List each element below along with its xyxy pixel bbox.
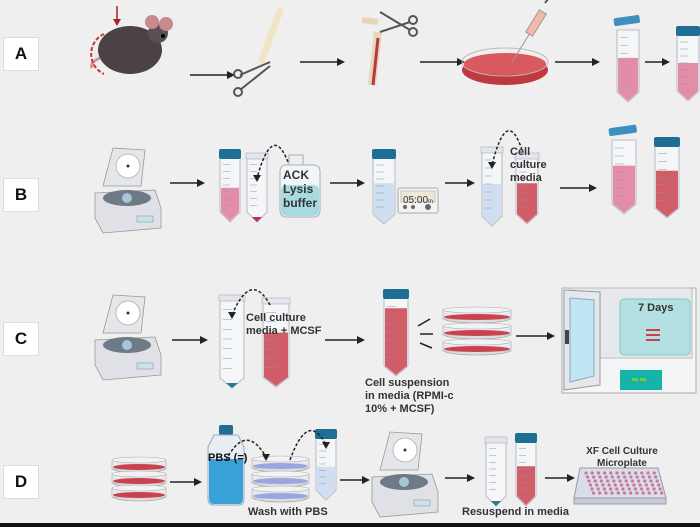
petri-dish-icon: [111, 470, 167, 488]
row-label-d: D: [3, 465, 39, 499]
petri-dish-icon: [251, 455, 310, 473]
falcon-tube-icon: [613, 15, 640, 103]
transfer-arrow-icon: [488, 130, 523, 169]
cut-bone-scissors-icon: [361, 11, 418, 86]
falcon-tube-icon: [608, 124, 637, 215]
timer-value: 05:00: [403, 195, 429, 206]
bone-scissors-icon: [233, 6, 284, 97]
falcon-tube-icon: [515, 433, 537, 507]
falcon-tube-icon: [676, 26, 700, 102]
bottom-border: [0, 523, 700, 527]
arrow-icon: [555, 58, 600, 66]
timer-icon: [397, 187, 439, 214]
transfer-arrow-icon: [225, 439, 270, 461]
incubator-icon: [561, 287, 697, 394]
centrifuge-icon: [94, 147, 162, 234]
arrow-icon: [560, 184, 597, 192]
falcon-tube-icon: [261, 297, 291, 388]
arrow-icon: [340, 476, 370, 484]
cell-suspension-label: Cell suspension in media (RPMI-c 10% + M…: [365, 377, 454, 415]
falcon-tube-icon: [372, 149, 396, 225]
falcon-tube-icon: [480, 146, 504, 227]
petri-dish-icon: [111, 456, 167, 474]
arrow-icon: [516, 332, 555, 340]
centrifuge-icon: [94, 294, 162, 381]
falcon-tube-icon: [383, 289, 409, 377]
timer-readout: 05:00m: [403, 194, 433, 209]
transfer-arrow-icon: [289, 429, 330, 461]
falcon-tube-icon: [218, 294, 246, 389]
mouse-icon: [90, 6, 173, 75]
ack-buffer-bottle-icon: [279, 154, 321, 218]
row-label-c: C: [3, 322, 39, 356]
petri-dish-icon: [442, 322, 512, 340]
row-label-b: B: [3, 178, 39, 212]
wash-with-pbs-label: Wash with PBS: [248, 506, 328, 518]
transfer-arrow-icon: [253, 144, 289, 182]
petri-dish-icon: [442, 306, 512, 324]
petri-dish-icon: [251, 470, 310, 488]
falcon-tube-icon: [484, 436, 508, 507]
dish-syringe-icon: [461, 0, 549, 85]
arrow-icon: [172, 336, 208, 344]
petri-dish-icon: [111, 484, 167, 502]
arrow-icon: [325, 336, 365, 344]
cell-culture-media-mcsf-label: Cell culture media + MCSF: [246, 312, 322, 337]
arrow-icon: [170, 179, 205, 187]
microplate-icon: [573, 467, 667, 505]
ack-lysis-buffer-label: ACK Lysis buffer: [283, 168, 317, 210]
arrow-icon: [300, 58, 345, 66]
pbs-bottle-icon: [207, 425, 245, 506]
arrow-icon: [330, 179, 365, 187]
petri-dish-icon: [442, 338, 512, 356]
incubation-days-label: 7 Days: [638, 302, 674, 314]
pbs-label: PBS (=): [208, 452, 248, 464]
cell-culture-media-label: Cell culture media: [510, 146, 547, 184]
falcon-tube-icon: [219, 149, 241, 223]
microplate-label: XF Cell Culture Microplate: [586, 446, 658, 469]
falcon-tube-icon: [245, 152, 269, 223]
timer-unit: m: [428, 199, 434, 205]
centrifuge-icon: [371, 431, 439, 518]
arrow-icon: [445, 474, 475, 482]
petri-dish-icon: [251, 485, 310, 503]
split-arrows-icon: [417, 318, 433, 349]
resuspend-label: Resuspend in media: [462, 506, 569, 518]
row-label-a: A: [3, 37, 39, 71]
arrow-icon: [420, 58, 465, 66]
falcon-tube-icon: [514, 152, 540, 225]
arrow-icon: [545, 474, 575, 482]
arrow-icon: [190, 71, 235, 79]
arrow-icon: [645, 58, 670, 66]
transfer-arrow-icon: [228, 288, 271, 319]
arrow-icon: [170, 478, 202, 486]
arrow-icon: [445, 179, 475, 187]
falcon-tube-icon: [654, 137, 680, 219]
falcon-tube-icon: [315, 429, 337, 501]
